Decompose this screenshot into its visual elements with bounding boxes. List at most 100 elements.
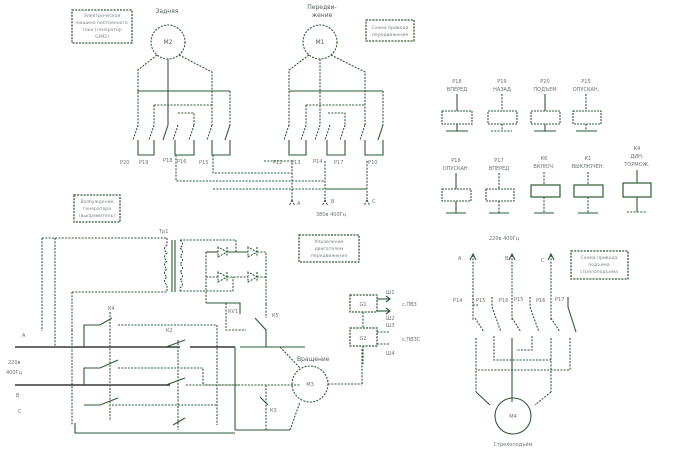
- svg-text:Стрелоподъём: Стрелоподъём: [493, 442, 532, 448]
- note-excitation: Возбуждение генератора (выпрямитель): [73, 194, 121, 223]
- svg-text:Р17: Р17: [555, 297, 564, 303]
- relay-p18: Р18 ВПЕРЕД: [441, 79, 473, 131]
- svg-text:В: В: [331, 199, 335, 205]
- svg-text:Р15: Р15: [581, 79, 590, 85]
- svg-text:ПОДЪЕМ: ПОДЪЕМ: [533, 87, 556, 93]
- relay-p20: Р20 ПОДЪЕМ: [530, 79, 561, 131]
- svg-text:С: С: [18, 409, 22, 415]
- motor-m2: Задняя М2: [137, 8, 213, 125]
- svg-text:Ш2: Ш2: [386, 316, 395, 322]
- svg-text:Р14: Р14: [453, 298, 462, 304]
- svg-text:Р20: Р20: [120, 160, 129, 166]
- left-supply: А 220в 400Гц В С: [6, 333, 26, 415]
- svg-text:Р15: Р15: [514, 297, 523, 303]
- svg-text:Р18: Р18: [452, 79, 461, 85]
- svg-text:А: А: [297, 201, 301, 207]
- svg-text:400Гц: 400Гц: [6, 370, 23, 376]
- svg-text:подъема: подъема: [588, 263, 610, 268]
- svg-text:Тр1: Тр1: [158, 229, 168, 235]
- svg-text:Ш1: Ш1: [386, 290, 395, 296]
- svg-text:жение: жение: [312, 12, 333, 19]
- svg-text:ОПУСКАН.: ОПУСКАН.: [573, 87, 600, 93]
- svg-text:В: В: [505, 256, 509, 262]
- svg-text:М4: М4: [509, 414, 517, 420]
- svg-text:Р10: Р10: [368, 160, 377, 166]
- svg-text:ВПЕРЕД: ВПЕРЕД: [447, 87, 468, 93]
- svg-text:двигателем: двигателем: [315, 247, 344, 252]
- relay-p16: Р16 ОПУСКАН.: [441, 158, 472, 213]
- svg-text:Р16: Р16: [499, 298, 508, 304]
- svg-text:Схема привода: Схема привода: [372, 25, 409, 31]
- svg-text:А: А: [22, 333, 26, 339]
- generator-m3: Вращение М3: [279, 346, 363, 431]
- svg-text:Р17: Р17: [334, 160, 343, 166]
- svg-text:Р13: Р13: [291, 160, 300, 166]
- svg-text:тока (генератор: тока (генератор: [82, 27, 122, 33]
- svg-text:К5: К5: [272, 313, 279, 319]
- svg-text:ВЫКЛЮЧЕН.: ВЫКЛЮЧЕН.: [572, 164, 605, 170]
- svg-text:К3: К3: [270, 408, 277, 414]
- note-hoist-drive: Схема привода подъема стрелоподъема: [570, 250, 629, 280]
- svg-text:С: С: [541, 258, 545, 264]
- svg-text:Р20: Р20: [540, 79, 549, 85]
- svg-text:Вращение: Вращение: [297, 356, 330, 363]
- svg-text:(выпрямитель): (выпрямитель): [79, 213, 115, 219]
- top-contacts: Р20 Р19 Р18 Р16 Р15 Р12 Р13 Р14 Р17 Р10: [120, 124, 384, 166]
- relay-p19: Р19 НАЗАД: [487, 79, 518, 131]
- svg-text:Электрическая: Электрическая: [84, 13, 121, 19]
- svg-text:машина постоянного: машина постоянного: [76, 21, 128, 26]
- svg-text:Р19: Р19: [139, 160, 148, 166]
- svg-text:Р18: Р18: [163, 158, 172, 164]
- svg-text:Р12: Р12: [273, 160, 282, 166]
- svg-text:Р19: Р19: [497, 79, 506, 85]
- svg-text:Р17: Р17: [494, 158, 503, 164]
- svg-text:G1: G1: [359, 302, 366, 308]
- motor-m1: Передви- жение М1: [288, 4, 366, 125]
- svg-text:К6: К6: [541, 156, 548, 162]
- svg-text:К4: К4: [108, 306, 115, 312]
- svg-text:Р14: Р14: [313, 159, 322, 165]
- svg-text:К4: К4: [634, 146, 641, 152]
- svg-text:К1: К1: [585, 156, 592, 162]
- svg-text:Р16: Р16: [536, 298, 545, 304]
- svg-text:ОПУСКАН.: ОПУСКАН.: [443, 166, 470, 172]
- sensor-g2: G2 Ш3 Ш4 с.ПВЗС: [349, 323, 421, 364]
- relay-coils: Р18 ВПЕРЕД Р19 НАЗАД Р20 ПОДЪЕМ Р15 ОПУС…: [441, 79, 652, 214]
- svg-text:Р16: Р16: [451, 158, 460, 164]
- relay-k4: К4 ДИН. ТОРМОЖ.: [622, 146, 652, 213]
- note-travel-drive: Схема привода передвижения: [365, 19, 415, 42]
- relay-k1: К1 ВЫКЛЮЧЕН.: [572, 156, 605, 213]
- svg-text:Р15: Р15: [199, 160, 208, 166]
- motor-m2-title: Задняя: [156, 8, 179, 15]
- contactor-k4: К4: [83, 306, 218, 425]
- svg-text:стрелоподъема: стрелоподъема: [580, 270, 618, 275]
- svg-text:G2: G2: [359, 336, 366, 342]
- svg-text:Передви-: Передви-: [307, 4, 336, 11]
- hoist-supply: 220в 400Гц А В С Р14 Р15 Р16 Р15 Р16 Р17: [453, 236, 569, 320]
- svg-text:Возбуждение: Возбуждение: [81, 199, 114, 205]
- svg-text:С: С: [372, 199, 376, 205]
- svg-text:ВКЛЮЧ.: ВКЛЮЧ.: [533, 164, 555, 170]
- relay-k6: К6 ВКЛЮЧ.: [530, 156, 561, 213]
- relay-p15-top: Р15 ОПУСКАН.: [572, 79, 602, 131]
- contact-k3: К3: [259, 385, 277, 430]
- svg-text:А: А: [458, 256, 462, 262]
- note-control: Управление двигателем передвижения: [298, 234, 360, 263]
- svg-text:К2: К2: [166, 328, 173, 334]
- svg-text:Р15: Р15: [476, 298, 485, 304]
- svg-text:М1: М1: [316, 39, 325, 46]
- relay-p17: Р17 ВПЕРЕД: [485, 158, 515, 213]
- svg-text:Управление: Управление: [315, 239, 344, 245]
- svg-text:М3: М3: [306, 382, 314, 388]
- svg-text:ДИН.: ДИН.: [631, 154, 644, 160]
- motor-m4: М4 Стрелоподъём: [475, 391, 552, 448]
- sensor-g1: G1 Ш1 Ш2 с.ПВЗ: [349, 290, 417, 328]
- contactor-k2: К2: [165, 328, 186, 430]
- svg-text:Р16: Р16: [177, 159, 186, 165]
- svg-text:ВПЕРЕД: ВПЕРЕД: [489, 166, 510, 172]
- rectifier-bridge: КV1 К5: [205, 246, 279, 319]
- svg-text:В: В: [16, 393, 20, 399]
- svg-text:Ш3: Ш3: [386, 323, 395, 329]
- svg-text:НАЗАД: НАЗАД: [493, 87, 511, 93]
